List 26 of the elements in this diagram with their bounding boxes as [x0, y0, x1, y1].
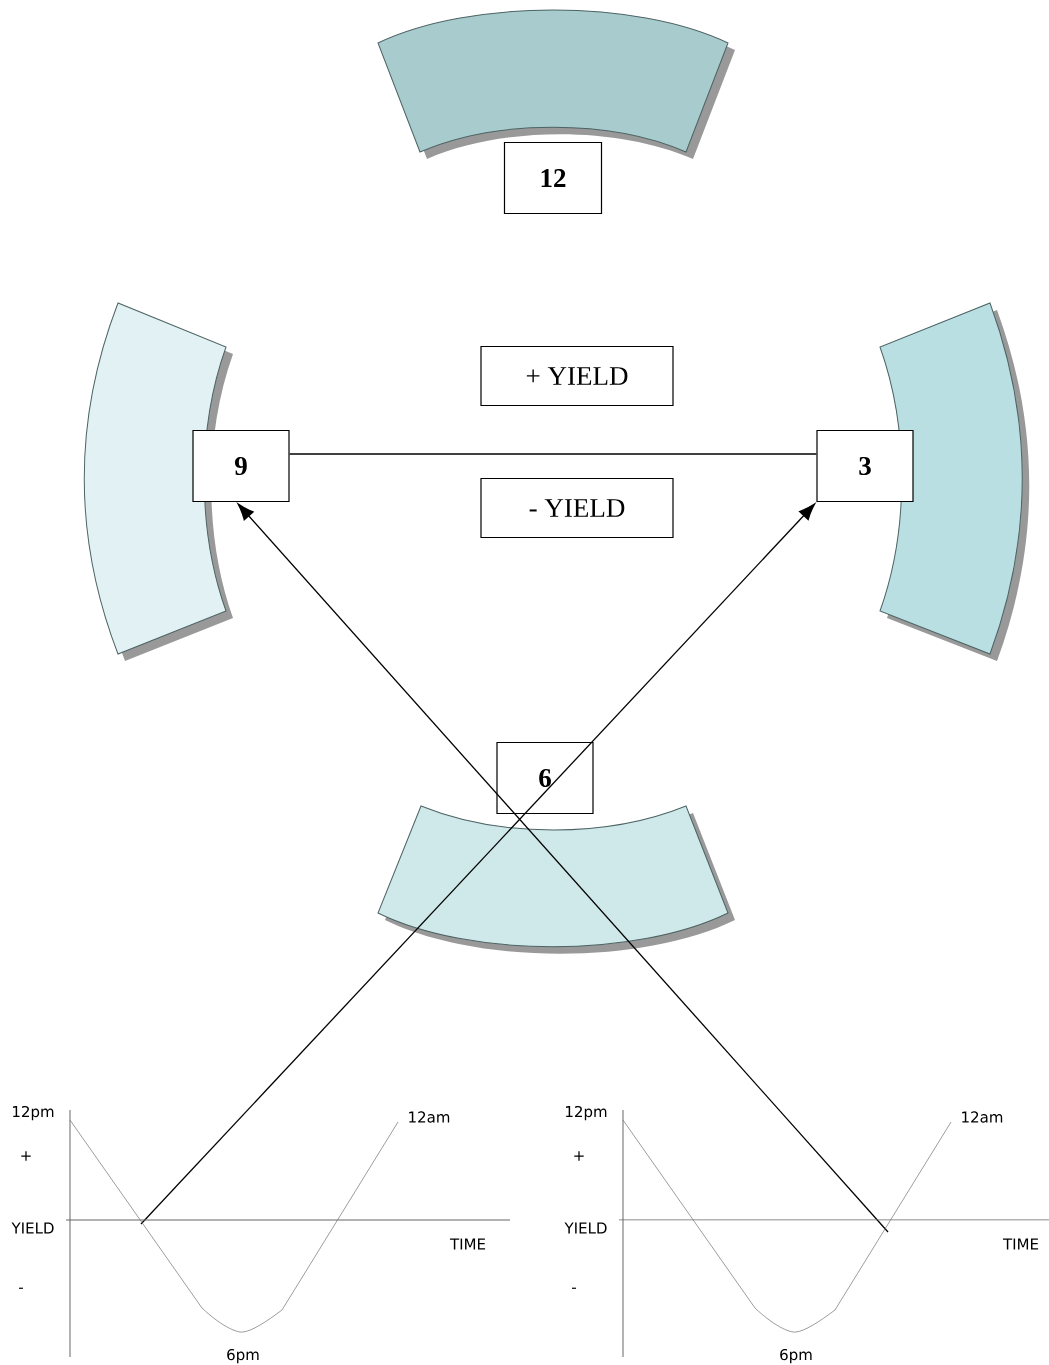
sign-label: -	[19, 1287, 23, 1289]
sign-label: +	[21, 1151, 31, 1161]
text-box: - YIELD	[480, 477, 674, 539]
arc-band	[83, 302, 233, 661]
sign-label: +	[574, 1151, 584, 1161]
axis-label: YIELD	[11, 1222, 54, 1234]
tick-label: 6pm	[227, 1348, 259, 1364]
axis-label: TIME	[449, 1238, 486, 1250]
text-box: + YIELD	[480, 345, 674, 407]
arrow	[140, 503, 816, 1225]
axis-label: TIME	[1002, 1238, 1039, 1250]
arc-band	[377, 9, 735, 159]
arrow	[237, 503, 889, 1233]
sign-label: -	[572, 1287, 576, 1289]
axis-label: YIELD	[564, 1222, 607, 1234]
arc-band	[377, 805, 735, 954]
tick-label: 6pm	[780, 1348, 812, 1364]
text-box: 9	[192, 429, 290, 503]
arc-band	[879, 302, 1030, 661]
text-box: 6	[496, 741, 594, 815]
tick-label: 12am	[409, 1111, 450, 1123]
text-box: 3	[816, 429, 914, 503]
tick-label: 12am	[962, 1111, 1003, 1123]
text-box: 12	[503, 141, 603, 215]
tick-label: 12pm	[566, 1105, 607, 1121]
tick-label: 12pm	[13, 1105, 54, 1121]
